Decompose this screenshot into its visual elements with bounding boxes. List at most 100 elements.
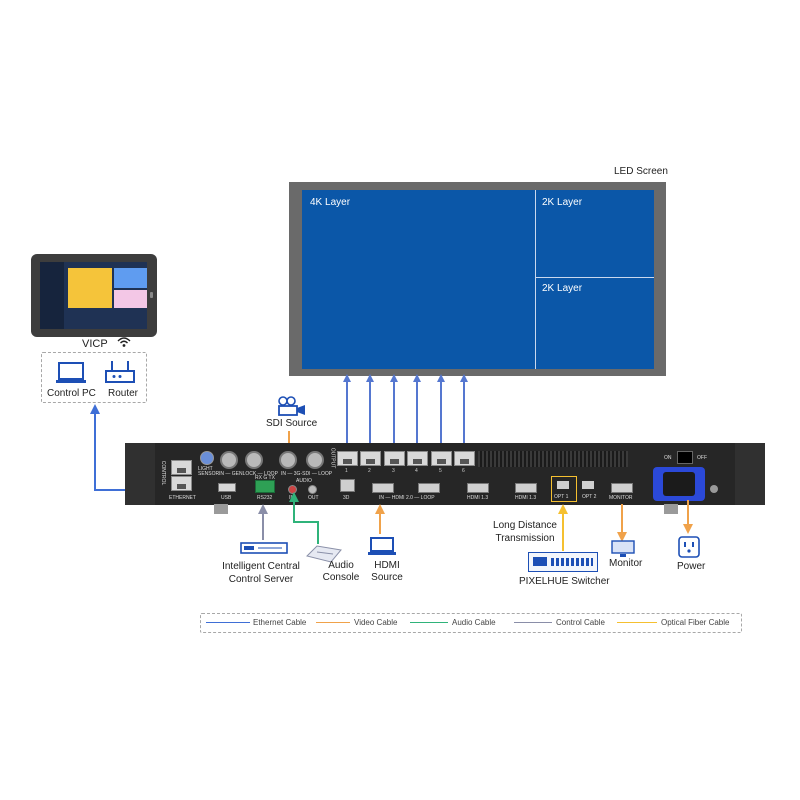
vicp-tablet-window-pink — [114, 290, 147, 308]
legend-label-fiber: Optical Fiber Cable — [661, 618, 730, 627]
legend-line-fiber — [617, 622, 657, 623]
output-num-3: 3 — [392, 468, 395, 474]
legend-label-control: Control Cable — [556, 618, 605, 627]
legend-label-audio: Audio Cable — [452, 618, 496, 627]
output-port-3 — [384, 451, 405, 466]
hdmi13-b-port — [515, 483, 537, 493]
hdmi-source-label: HDMI Source — [371, 560, 403, 583]
vicp-tablet-sidebar — [40, 262, 64, 329]
sdi-loop-bnc — [306, 451, 324, 469]
legend-label-video: Video Cable — [354, 618, 398, 627]
power-inlet-socket — [663, 472, 695, 496]
hdmi13-a-label: HDMI 1.3 — [467, 495, 489, 501]
audio-out-jack — [308, 485, 317, 494]
hdmi-source-laptop-icon — [368, 537, 396, 555]
power-label: Power — [677, 561, 706, 572]
hdmi20-in-port — [372, 483, 394, 493]
usb-port — [218, 483, 236, 492]
output-num-4: 4 — [415, 468, 418, 474]
genlock-in-bnc — [220, 451, 238, 469]
video-cable-out-2 — [369, 380, 371, 450]
output-arrowheads — [343, 374, 468, 382]
video-cable-out-1 — [346, 380, 348, 450]
hdmi13-b-label: HDMI 1.3 — [515, 495, 537, 501]
output-port-5 — [431, 451, 452, 466]
video-cable-out-6 — [463, 380, 465, 450]
pixelhue-switcher-label: PIXELHUE Switcher — [519, 576, 610, 587]
sdi-in-bnc — [279, 451, 297, 469]
output-port-6 — [454, 451, 475, 466]
sdi-label: IN — 3G-SDI — LOOP — [281, 471, 333, 477]
monitor-port-label: MONITOR — [609, 495, 633, 501]
layer-2k-top-label: 2K Layer — [542, 197, 583, 208]
monitor-label: Monitor — [609, 558, 643, 569]
legend-line-audio — [410, 622, 448, 623]
hdmi20-label: IN — HDMI 2.0 — LOOP — [379, 495, 435, 501]
ground-screw — [710, 485, 718, 493]
port-3d — [340, 479, 355, 492]
layer-divider-horizontal — [535, 277, 654, 278]
rx-tx-label: RX G TX — [255, 475, 275, 481]
mixer-icon — [306, 545, 342, 563]
legend-label-ethernet: Ethernet Cable — [253, 618, 307, 627]
led-screen-title: LED Screen — [614, 166, 668, 177]
power-switch — [677, 451, 693, 464]
router-icon — [105, 361, 135, 383]
output-port-4 — [407, 451, 428, 466]
sdi-source-label: SDI Source — [266, 418, 318, 429]
output-port-2 — [360, 451, 381, 466]
legend-line-ethernet — [206, 622, 250, 623]
ethernet-port-2 — [171, 476, 192, 491]
light-sensor-port — [200, 451, 214, 465]
vicp-tablet-window-yellow — [68, 268, 112, 308]
genlock-loop-bnc — [245, 451, 263, 469]
off-label: OFF — [697, 455, 707, 461]
layer-2k-bottom-label: 2K Layer — [542, 283, 583, 294]
server-icon — [240, 542, 288, 554]
on-label: ON — [664, 455, 672, 461]
opt2-connector — [582, 481, 594, 489]
port-3d-label: 3D — [343, 495, 350, 501]
audio-label: AUDIO — [296, 478, 312, 484]
rs232-port — [255, 480, 275, 493]
output-num-6: 6 — [462, 468, 465, 474]
vicp-devices-box — [41, 352, 147, 403]
rack-ear-right — [735, 443, 765, 505]
vicp-tablet-window-blue — [114, 268, 147, 288]
opt2-label: OPT 2 — [582, 494, 597, 500]
opt1-label: OPT 1 — [554, 494, 569, 500]
usb-label: USB — [221, 495, 232, 501]
video-cable-out-4 — [416, 380, 418, 450]
output-num-5: 5 — [439, 468, 442, 474]
ethernet-port-label: ETHERNET — [169, 495, 196, 501]
camera-icon — [278, 396, 305, 416]
vicp-label: VICP — [82, 338, 108, 350]
device-foot-1 — [214, 504, 228, 514]
hdmi20-loop-port — [418, 483, 440, 493]
power-outlet-icon — [678, 536, 700, 558]
layer-divider-vertical — [535, 190, 536, 369]
laptop-icon — [56, 362, 86, 383]
hdmi13-a-port — [467, 483, 489, 493]
opt1-port — [551, 476, 577, 502]
rack-ear-left — [125, 443, 155, 505]
legend-box — [200, 613, 742, 633]
legend-line-control — [514, 622, 552, 623]
output-num-1: 1 — [345, 468, 348, 474]
vent-grille — [478, 451, 628, 467]
output-num-2: 2 — [368, 468, 371, 474]
wifi-icon — [117, 337, 131, 347]
long-distance-label: Long Distance Transmission — [493, 520, 557, 544]
monitor-icon — [611, 540, 635, 557]
light-sensor-label: LIGHT SENSOR — [198, 466, 220, 477]
switcher-screen — [533, 557, 547, 566]
audio-in-jack — [288, 485, 297, 494]
central-control-label: Intelligent Central Control Server — [222, 561, 300, 585]
layer-4k-label: 4K Layer — [310, 197, 351, 208]
switcher-buttons — [551, 558, 593, 566]
led-screen-panel — [302, 190, 654, 369]
control-pc-label: Control PC — [47, 388, 96, 399]
legend-line-video — [316, 622, 350, 623]
audio-out-label: OUT — [308, 495, 319, 501]
opt1-connector — [557, 481, 569, 489]
